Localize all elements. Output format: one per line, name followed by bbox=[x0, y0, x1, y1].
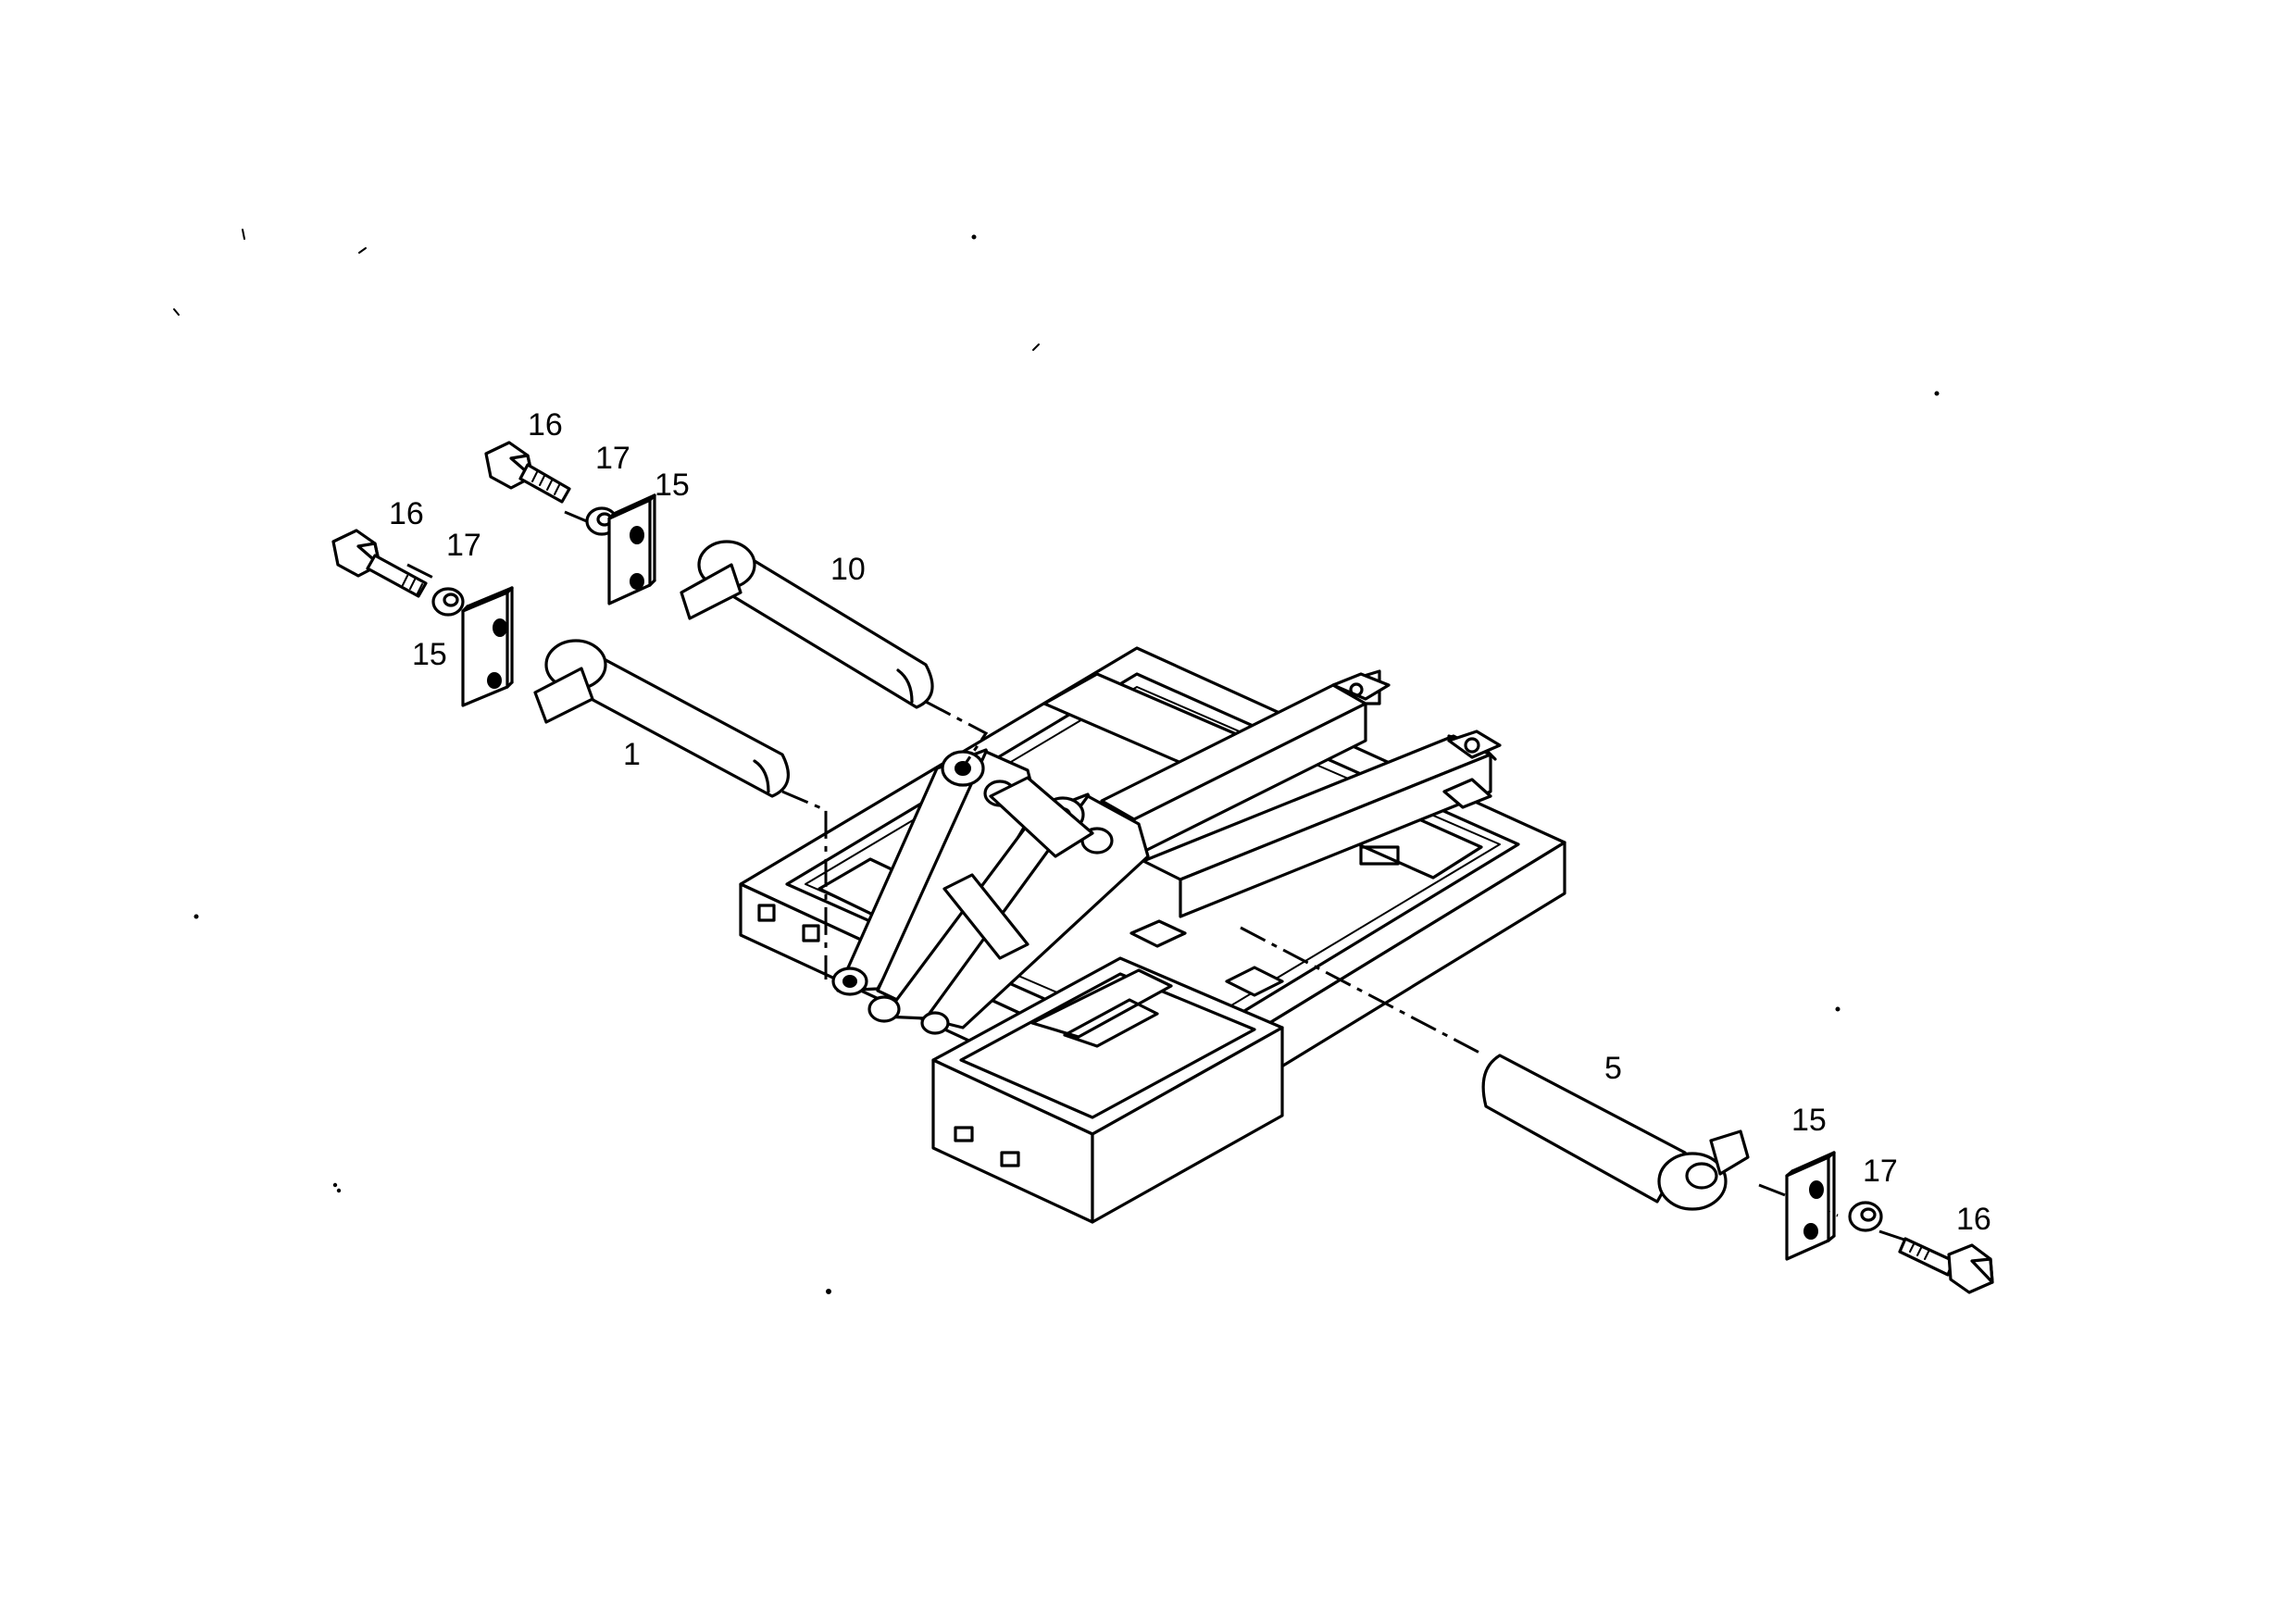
pin-5 bbox=[1481, 1054, 1750, 1211]
callout-16-left: 16 bbox=[389, 496, 424, 531]
callout-15-top: 15 bbox=[655, 468, 690, 503]
callout-15-left: 15 bbox=[412, 637, 447, 672]
hardware-set-right bbox=[1785, 1151, 1994, 1294]
callout-5: 5 bbox=[1604, 1051, 1622, 1086]
hardware-set-left bbox=[331, 529, 514, 707]
callout-15-right: 15 bbox=[1791, 1103, 1827, 1138]
side-beams bbox=[1100, 669, 1502, 918]
callout-17-left: 17 bbox=[446, 528, 481, 563]
pin-1 bbox=[533, 639, 791, 798]
pin-10 bbox=[680, 540, 934, 709]
lift-arms bbox=[831, 748, 1150, 1035]
scan-specks bbox=[173, 229, 1940, 1294]
hardware-set-top bbox=[484, 441, 656, 605]
callout-10: 10 bbox=[830, 552, 866, 587]
callout-1: 1 bbox=[623, 737, 641, 772]
callout-17-right: 17 bbox=[1863, 1154, 1898, 1189]
counterweight-block bbox=[931, 919, 1284, 1224]
callout-16-top: 16 bbox=[528, 407, 563, 443]
callout-17-top: 17 bbox=[595, 441, 630, 476]
callout-16-right: 16 bbox=[1956, 1202, 1991, 1237]
